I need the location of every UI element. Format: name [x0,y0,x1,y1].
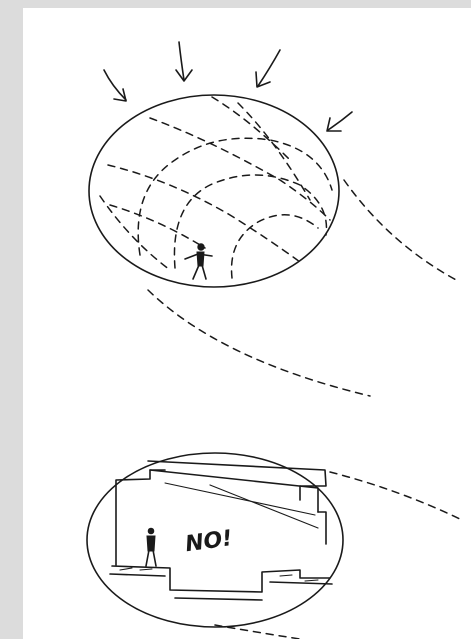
paper-sheet [23,8,471,639]
